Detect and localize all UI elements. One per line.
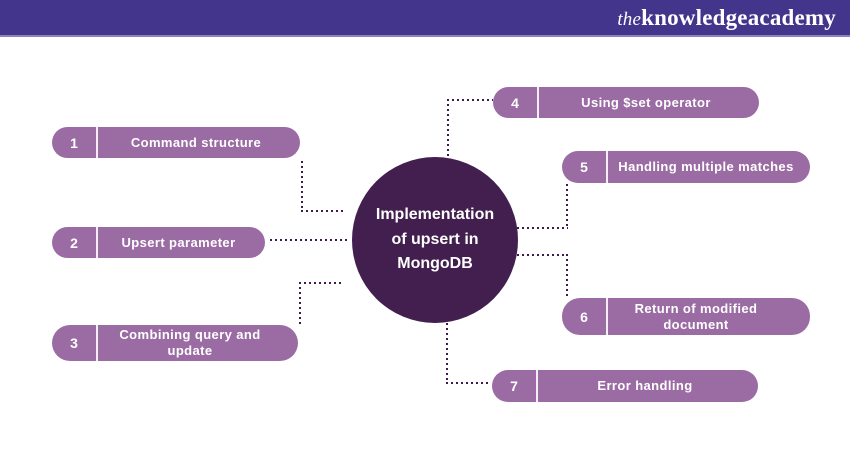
connector-5-horizontal (517, 227, 568, 229)
connector-6-vertical (566, 254, 568, 298)
header-bar: theknowledgeacademy (0, 0, 850, 37)
item-2-label: Upsert parameter (121, 234, 236, 250)
connector-1-horizontal (301, 210, 343, 212)
logo-knowledge: knowledge (641, 5, 748, 30)
connector-4-horizontal (447, 99, 493, 101)
central-topic-line-3: MongoDB (397, 255, 473, 273)
item-7-pill: 7 Error handling (492, 370, 758, 402)
item-2-number: 2 (52, 227, 98, 258)
connector-7-horizontal (446, 382, 490, 384)
item-5-label: Handling multiple matches (618, 159, 794, 175)
connector-7-vertical (446, 323, 448, 384)
item-1-pill: 1 Command structure (52, 127, 300, 158)
item-5-pill: 5 Handling multiple matches (562, 151, 810, 183)
item-3-pill: 3 Combining query and update (52, 325, 298, 361)
connector-3-horizontal (299, 282, 344, 284)
logo-academy: academy (747, 5, 836, 30)
connector-1-vertical (301, 161, 303, 212)
item-4-number: 4 (493, 87, 539, 118)
item-2-pill: 2 Upsert parameter (52, 227, 265, 258)
item-6-pill: 6 Return of modified document (562, 298, 810, 335)
central-topic-line-1: Implementation (375, 205, 495, 223)
item-4-label: Using $set operator (581, 94, 711, 110)
connector-5-vertical (566, 184, 568, 229)
logo-the: the (617, 9, 642, 30)
item-7-number: 7 (492, 370, 538, 402)
item-6-label: Return of modified document (634, 300, 758, 332)
central-topic-circle: Implementation of upsert in MongoDB (352, 157, 518, 323)
item-7-label: Error handling (597, 378, 693, 394)
item-6-number: 6 (562, 298, 608, 335)
connector-2-horizontal (270, 239, 350, 241)
item-4-pill: 4 Using $set operator (493, 87, 759, 118)
item-5-number: 5 (562, 151, 608, 183)
connector-3-vertical (299, 282, 301, 325)
central-topic-line-2: of upsert in (391, 230, 479, 248)
connector-6-horizontal (517, 254, 568, 256)
item-1-number: 1 (52, 127, 98, 158)
connector-4-vertical (447, 99, 449, 158)
item-1-label: Command structure (130, 134, 262, 150)
item-3-number: 3 (52, 325, 98, 361)
knowledge-academy-logo: theknowledgeacademy (617, 6, 836, 29)
item-3-label: Combining query and update (119, 327, 261, 358)
